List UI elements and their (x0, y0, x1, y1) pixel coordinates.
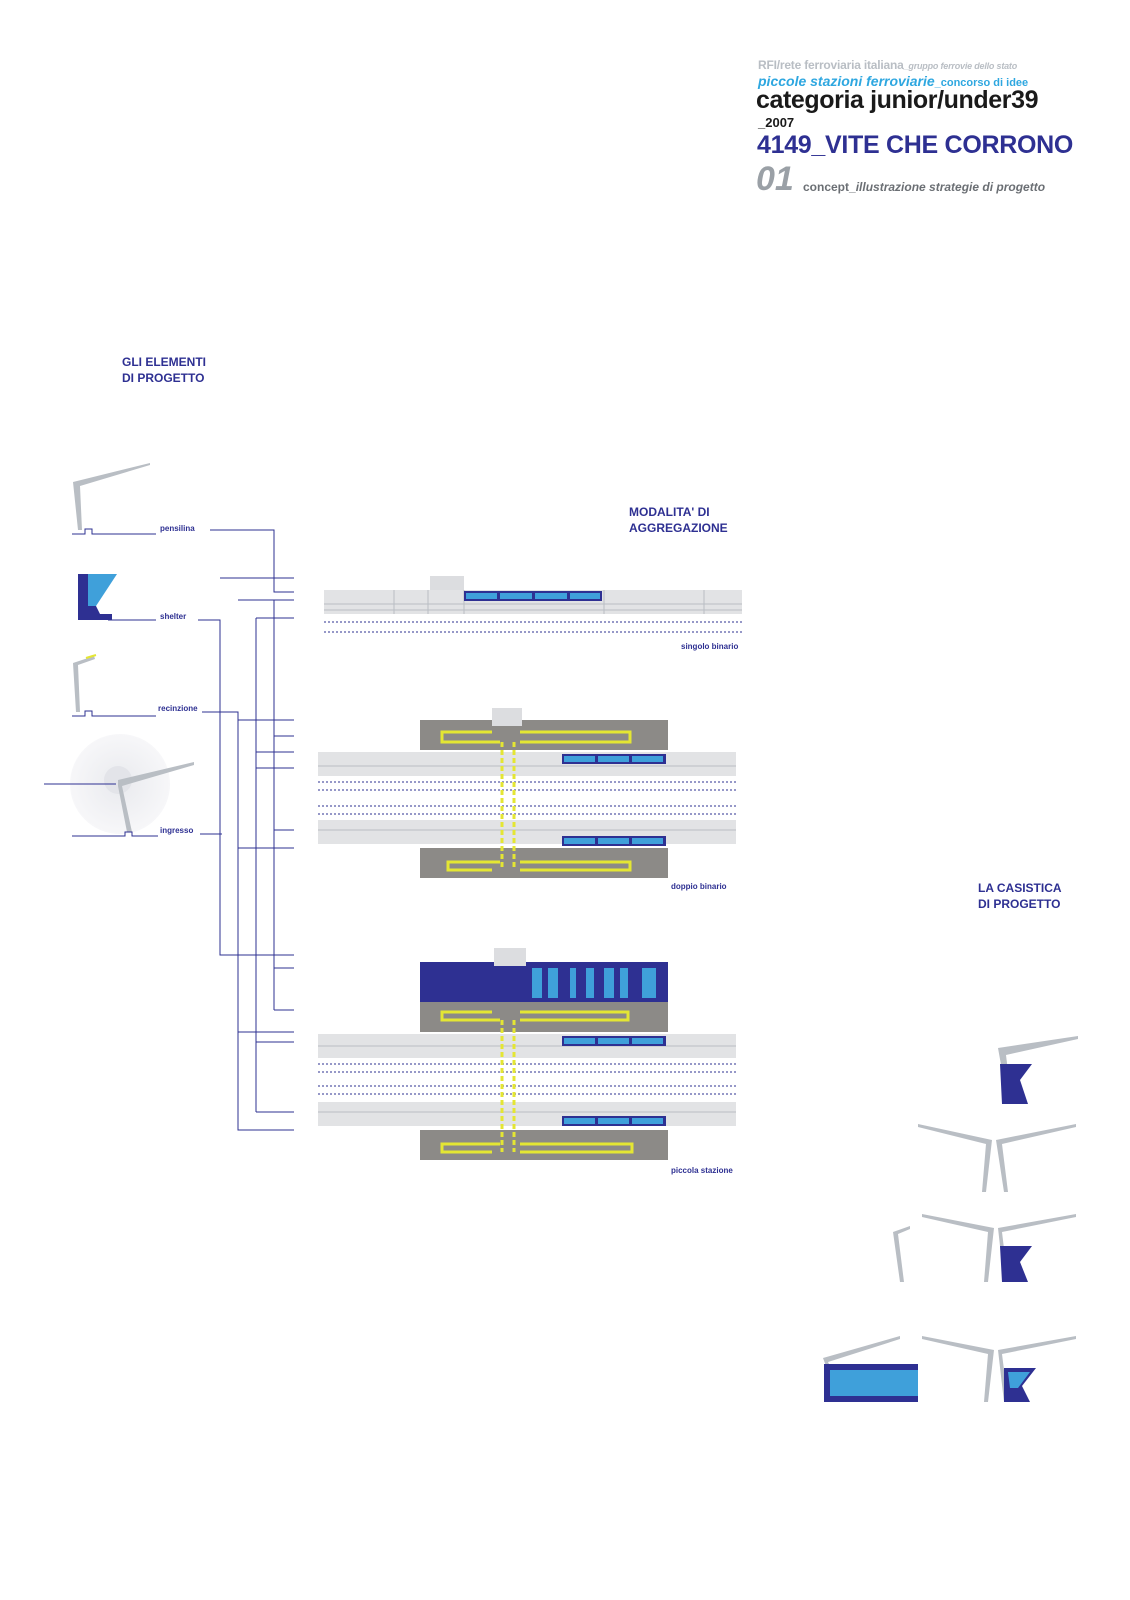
elements-title-line-2: DI PROGETTO (122, 371, 205, 385)
plan-doppio-binario (318, 708, 736, 878)
header-contest-main: piccole stazioni ferroviarie (758, 73, 935, 89)
shelter-icon (78, 574, 156, 621)
header-sheet-number: 01 (756, 160, 794, 198)
connector-tree (198, 529, 294, 1131)
label-shelter: shelter (160, 612, 187, 621)
label-doppio-binario: doppio binario (671, 882, 727, 891)
pensilina-icon (72, 463, 156, 535)
case-4-icon (823, 1336, 1076, 1402)
header-rfi-main: RFI/rete ferroviaria italiana (758, 58, 904, 72)
header-sheet-subtitle-a: concept_ (803, 180, 856, 194)
recinzione-icon (72, 654, 156, 717)
label-singolo-binario: singolo binario (681, 642, 739, 651)
aggregation-section-title: MODALITA' DI AGGREGAZIONE (629, 504, 728, 536)
label-pensilina: pensilina (160, 524, 195, 533)
header-contest-sub: _concorso di idee (934, 77, 1029, 89)
header-line-rfi: RFI/rete ferroviaria italiana_gruppo fer… (758, 58, 1078, 72)
cases-title-line-2: DI PROGETTO (978, 897, 1061, 911)
case-3-icon (893, 1214, 1076, 1282)
plan-piccola-stazione (318, 948, 736, 1160)
label-recinzione: recinzione (158, 704, 198, 713)
aggregation-title-line-1: MODALITA' DI (629, 505, 710, 519)
header-year: _2007 (758, 115, 795, 130)
plan-singolo-binario (324, 576, 742, 633)
elements-title-line-1: GLI ELEMENTI (122, 355, 206, 369)
elements-section-title: GLI ELEMENTI DI PROGETTO (122, 354, 206, 386)
case-1-icon (998, 1036, 1078, 1104)
header-project-title: 4149_VITE CHE CORRONO (757, 131, 1074, 159)
ingresso-icon (44, 734, 194, 837)
label-piccola-stazione: piccola stazione (671, 1166, 733, 1175)
cases-section-title: LA CASISTICA DI PROGETTO (978, 880, 1062, 912)
case-2-icon (918, 1124, 1076, 1192)
header-category: categoria junior/under39 (756, 86, 1039, 114)
label-ingresso: ingresso (160, 826, 194, 835)
header-sheet-subtitle: concept_illustrazione strategie di proge… (803, 180, 1078, 194)
header-rfi-sub: _gruppo ferrovie dello stato (903, 61, 1018, 71)
header-line-contest: piccole stazioni ferroviarie_concorso di… (758, 73, 1078, 89)
aggregation-title-line-2: AGGREGAZIONE (629, 521, 728, 535)
cases-title-line-1: LA CASISTICA (978, 881, 1062, 895)
header-sheet-subtitle-b: illustrazione strategie di progetto (855, 180, 1046, 194)
